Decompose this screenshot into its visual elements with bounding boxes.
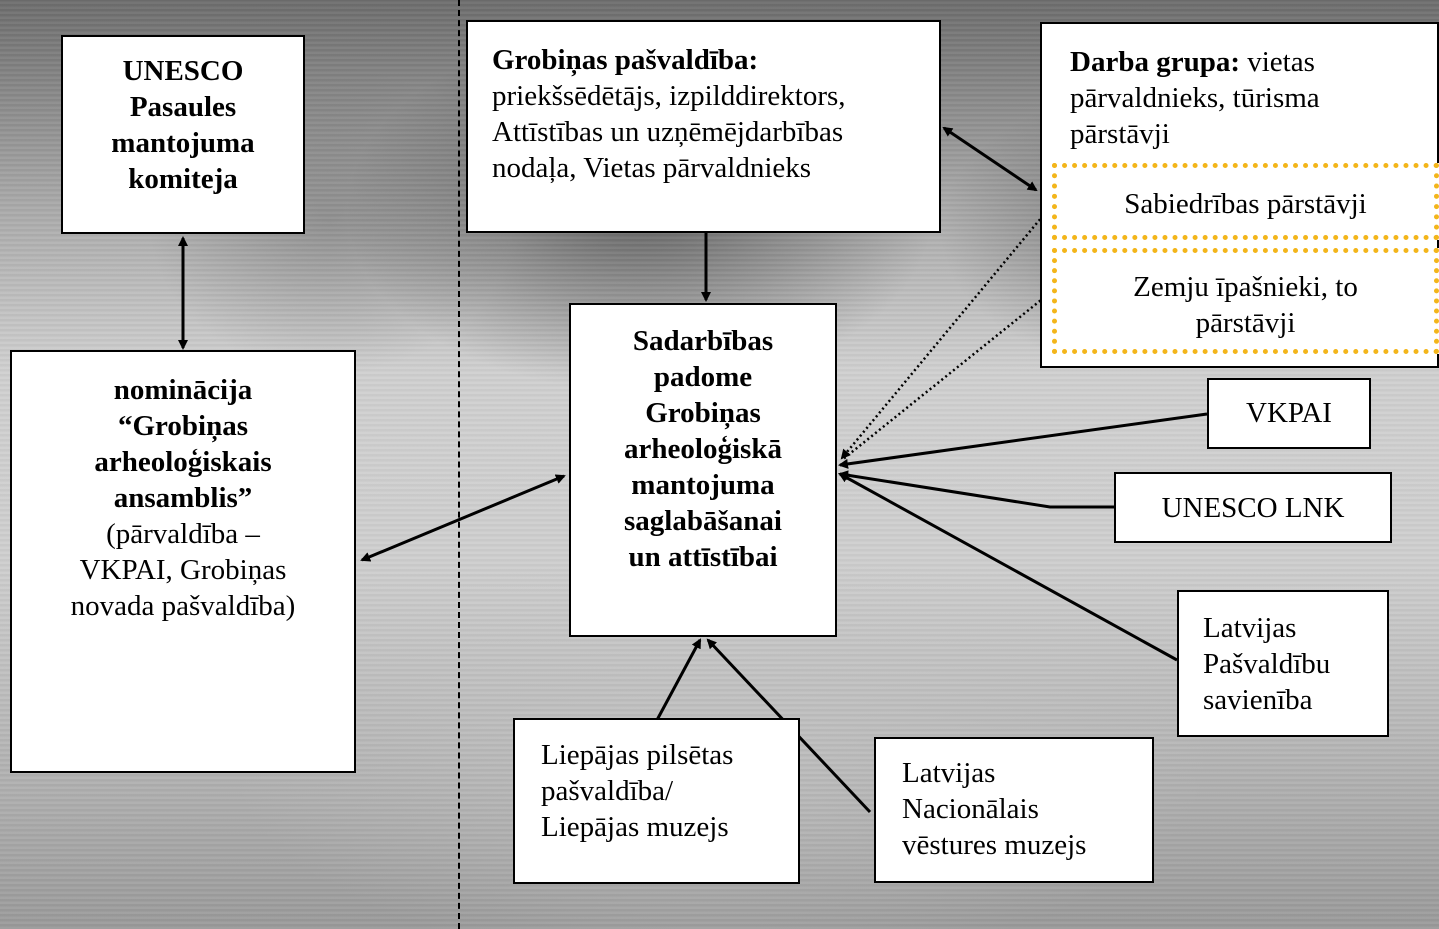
liepaja-line: Liepājas pilsētas	[541, 739, 734, 771]
arrow-municipality-workinggroup	[942, 126, 1038, 192]
nomination-line: VKPAI, Grobiņas	[79, 554, 287, 586]
working-group-line: pārvaldnieks, tūrisma	[1070, 82, 1320, 114]
landowners-line: pārstāvji	[1195, 307, 1296, 339]
liepaja-line: pašvaldība/	[541, 775, 674, 807]
arrow-lnk-council	[838, 470, 1114, 509]
unesco-committee-line: mantojuma	[111, 127, 255, 159]
landowners-line: Zemju īpašnieki, to	[1133, 271, 1358, 303]
history-museum-line: Nacionālais	[902, 793, 1039, 825]
history-museum-line: vēstures muzejs	[902, 829, 1087, 861]
nomination-line: arheoloģiskais	[94, 446, 272, 478]
municipalities-union-line: Latvijas	[1203, 612, 1297, 644]
unesco-committee-line: UNESCO	[122, 55, 244, 87]
unesco-lnk-label: UNESCO LNK	[1161, 492, 1345, 524]
arrow-landowners-council	[841, 287, 1057, 461]
arrow-liepaja-council	[655, 638, 702, 721]
council-line: arheoloģiskā	[624, 433, 782, 465]
arrow-nomination-council	[360, 474, 566, 562]
working-group-title: Darba grupa:	[1070, 46, 1240, 78]
municipality-box: Grobiņas pašvaldība: priekšsēdētājs, izp…	[466, 20, 941, 233]
municipalities-union-box: Latvijas Pašvaldību savienība	[1177, 590, 1389, 737]
nomination-line: ansamblis”	[113, 482, 253, 514]
council-line: padome	[653, 361, 753, 393]
council-line: Grobiņas	[645, 397, 761, 429]
municipality-line: priekšsēdētājs, izpilddirektors,	[492, 80, 846, 112]
nomination-line: (pārvaldība –	[106, 518, 260, 550]
municipalities-union-line: savienība	[1203, 684, 1313, 716]
arrow-public-council	[840, 199, 1057, 460]
working-group-line: vietas	[1247, 46, 1315, 78]
unesco-lnk-box: UNESCO LNK	[1114, 472, 1392, 543]
public-representatives-box: Sabiedrības pārstāvji	[1052, 163, 1439, 240]
liepaja-line: Liepājas muzejs	[541, 811, 729, 843]
unesco-committee-box: UNESCO Pasaules mantojuma komiteja	[61, 35, 305, 234]
municipality-line: nodaļa, Vietas pārvaldnieks	[492, 152, 812, 184]
working-group-line: pārstāvji	[1070, 118, 1170, 150]
arrow-union-council	[838, 472, 1178, 662]
council-line: un attīstībai	[628, 541, 778, 573]
landowners-box: Zemju īpašnieki, to pārstāvji	[1052, 248, 1439, 354]
public-representatives-label: Sabiedrības pārstāvji	[1124, 188, 1367, 220]
unesco-committee-line: Pasaules	[129, 91, 237, 123]
municipalities-union-line: Pašvaldību	[1203, 648, 1331, 680]
liepaja-box: Liepājas pilsētas pašvaldība/ Liepājas m…	[513, 718, 800, 884]
council-line: saglabāšanai	[624, 505, 782, 537]
council-line: Sadarbības	[632, 325, 774, 357]
history-museum-line: Latvijas	[902, 757, 996, 789]
municipality-line: Attīstības un uzņēmējdarbības	[492, 116, 844, 148]
history-museum-box: Latvijas Nacionālais vēstures muzejs	[874, 737, 1154, 883]
section-divider	[458, 0, 460, 929]
council-box: Sadarbības padome Grobiņas arheoloģiskā …	[569, 303, 837, 637]
municipality-title: Grobiņas pašvaldība:	[492, 44, 759, 76]
council-line: mantojuma	[631, 469, 775, 501]
vkpai-label: VKPAI	[1246, 397, 1332, 429]
nomination-line: “Grobiņas	[117, 410, 248, 442]
nomination-line: novada pašvaldība)	[70, 590, 296, 622]
arrow-vkpai-council	[838, 412, 1208, 469]
vkpai-box: VKPAI	[1207, 378, 1371, 449]
unesco-committee-line: komiteja	[128, 163, 238, 195]
nomination-line: nominācija	[113, 374, 253, 406]
nomination-box: nominācija “Grobiņas arheoloģiskais ansa…	[10, 350, 356, 773]
